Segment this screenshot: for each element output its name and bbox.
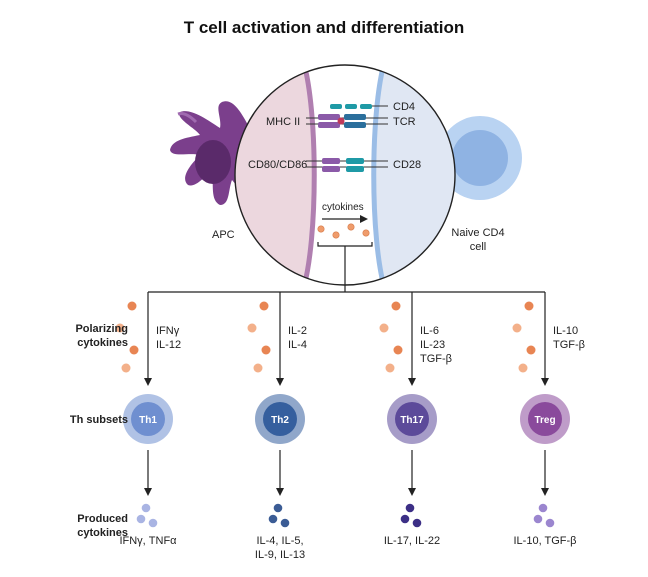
produced-cytokine-name: IL-4, IL-5,: [256, 535, 304, 547]
cd4-label: CD4: [393, 101, 416, 113]
polarizing-cytokine-name: IL-6: [420, 325, 439, 337]
subset-name: Th2: [271, 415, 289, 426]
produced-cytokines-th1: IFNγ, TNFα: [98, 534, 198, 548]
synapse-cytokine-dots: [317, 223, 370, 239]
polarizing-cytokine-name: IL-10: [553, 325, 579, 337]
naive-cell-label-line2: cell: [469, 241, 487, 253]
polarizing-cytokine-dot: [518, 363, 528, 373]
subset-column-th17: Th17: [379, 301, 437, 528]
produced-row-label-line2: cytokines: [77, 527, 128, 539]
produced-cytokine-dot: [148, 518, 158, 528]
polarizing-cytokine-dot: [121, 363, 131, 373]
produced-cytokine-dot: [400, 514, 410, 524]
polarizing-cytokine-dot: [247, 323, 257, 333]
subset-cell-treg: [528, 402, 562, 436]
polarizing-cytokine-dot: [391, 301, 401, 311]
polarizing-cytokine-name: IFNγ: [156, 325, 180, 337]
apc-label: APC: [212, 229, 235, 241]
polarizing-cytokine-name: TGF-β: [553, 339, 585, 351]
subsets-row-label: Th subsets: [69, 414, 128, 426]
mhc-label: MHC II: [266, 116, 301, 128]
polarizing-cytokine-dot: [512, 323, 522, 333]
produced-cytokine-dot: [538, 503, 548, 513]
produced-cytokine-dot: [136, 514, 146, 524]
produced-cytokine-dot: [533, 514, 543, 524]
cd80-cd28-complex-icon: [306, 158, 388, 172]
polarizing-cytokine-name: IL-12: [156, 339, 182, 351]
cytokines-label: cytokines: [322, 202, 364, 213]
polarizing-cytokine-name: IL-2: [288, 325, 307, 337]
produced-cytokine-dot: [280, 518, 290, 528]
cd28-label: CD28: [393, 159, 422, 171]
polarizing-row-label-line1: Polarizing: [75, 323, 128, 335]
produced-cytokine-name: IFNγ, TNFα: [119, 535, 177, 547]
polarizing-cytokine-name: TGF-β: [420, 353, 452, 365]
polarizing-cytokine-dot: [526, 345, 536, 355]
produced-cytokine-name: IL-9, IL-13: [254, 549, 306, 561]
polarizing-cytokine-dot: [253, 363, 263, 373]
subset-name: Treg: [534, 415, 555, 426]
polarizing-cytokine-dot: [115, 323, 125, 333]
polarizing-cytokine-name: IL-4: [288, 339, 307, 351]
subset-name: Th17: [400, 415, 424, 426]
produced-cytokine-name: IL-10, TGF-β: [513, 535, 577, 547]
produced-row-label-line1: Produced: [77, 513, 128, 525]
produced-row-label: Produced cytokines: [20, 512, 128, 540]
synapse-cytokine-dot: [362, 229, 370, 237]
subset-column-th2: Th2: [247, 301, 305, 528]
subset-column-th1: Th1: [115, 301, 173, 528]
subset-name: Th1: [139, 415, 157, 426]
polarizing-cytokine-name: IL-23: [420, 339, 446, 351]
polarizing-cytokine-dot: [524, 301, 534, 311]
polarizing-cytokine-dot: [261, 345, 271, 355]
synapse-cytokine-dot: [332, 231, 340, 239]
produced-cytokines-th17: IL-17, IL-22: [362, 534, 462, 548]
subset-cell-th17: [395, 402, 429, 436]
mhc-tcr-complex-icon: [306, 104, 388, 128]
produced-cytokine-dot: [405, 503, 415, 513]
subset-column-treg: Treg: [512, 301, 570, 528]
produced-cytokine-dot: [268, 514, 278, 524]
subset-cell-th2: [263, 402, 297, 436]
synapse-cytokine-dot: [317, 225, 325, 233]
produced-cytokine-dot: [273, 503, 283, 513]
polarizing-cytokine-dot: [379, 323, 389, 333]
tcr-label: TCR: [393, 116, 416, 128]
branch-connectors: [144, 291, 549, 386]
cd80-label: CD80/CD86: [248, 159, 308, 171]
naive-cd4-cell-icon: [438, 116, 522, 200]
polarizing-row-label-line2: cytokines: [77, 337, 128, 349]
polarizing-row-label: Polarizing cytokines: [20, 322, 128, 350]
polarizing-cytokine-dot: [129, 345, 139, 355]
cytokine-bracket: [317, 242, 373, 292]
naive-cell-label-line1: Naive CD4: [451, 227, 505, 239]
produced-cytokine-dot: [412, 518, 422, 528]
diagram-title: T cell activation and differentiation: [183, 18, 465, 37]
naive-cell-label: Naive CD4 cell: [443, 226, 513, 254]
polarizing-cytokine-dot: [385, 363, 395, 373]
polarizing-cytokine-dot: [127, 301, 137, 311]
polarizing-cytokine-dot: [393, 345, 403, 355]
produced-cytokine-dot: [141, 503, 151, 513]
subset-cell-th1: [131, 402, 165, 436]
produced-cytokine-dot: [545, 518, 555, 528]
produced-cytokine-name: IL-17, IL-22: [383, 535, 441, 547]
produced-cytokines-th2: IL-4, IL-5, IL-9, IL-13: [230, 534, 330, 562]
produced-cytokines-treg: IL-10, TGF-β: [495, 534, 595, 548]
polarizing-cytokine-dot: [259, 301, 269, 311]
synapse-cytokine-dot: [347, 223, 355, 231]
